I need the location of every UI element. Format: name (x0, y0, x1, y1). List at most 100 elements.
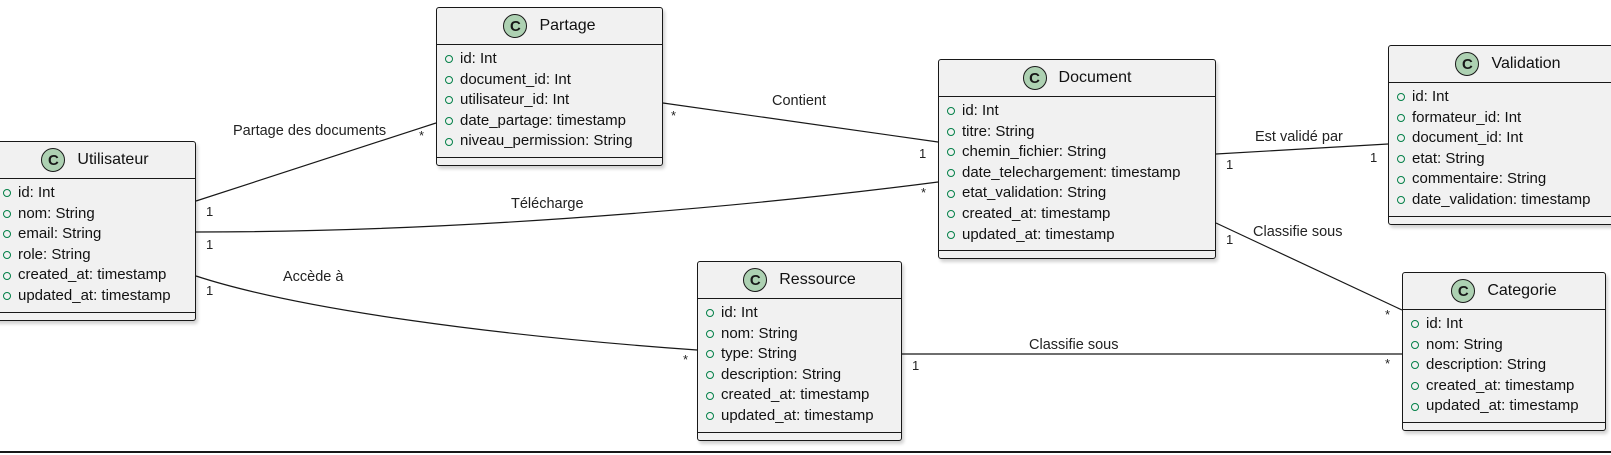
class-partage[interactable]: C Partage id: Int document_id: Int utili… (436, 7, 663, 166)
public-visibility-icon (445, 117, 453, 126)
class-header: C Categorie (1403, 273, 1605, 310)
public-visibility-icon (706, 371, 714, 380)
class-header: C Partage (437, 8, 662, 45)
class-header: C Document (939, 60, 1215, 97)
relation-line-telecharge[interactable] (195, 181, 939, 233)
attribute-row: date_validation: timestamp (1389, 190, 1611, 211)
method-compartment (939, 251, 1215, 258)
attribute-row: type: String (698, 344, 901, 365)
attribute-list: id: Int nom: String description: String … (1403, 310, 1605, 423)
multiplicity-from: 1 (206, 237, 213, 252)
attribute-row: id: Int (698, 303, 901, 324)
class-utilisateur[interactable]: C Utilisateur id: Int nom: String email:… (0, 141, 196, 321)
public-visibility-icon (1411, 320, 1419, 329)
page-bottom-border (0, 451, 1611, 453)
attribute-text: id: Int (460, 50, 497, 67)
public-visibility-icon (947, 148, 955, 157)
attribute-text: description: String (721, 365, 842, 383)
class-ressource[interactable]: C Ressource id: Int nom: String type: St… (697, 261, 902, 441)
relation-line-est-valide-par[interactable] (1215, 143, 1389, 155)
public-visibility-icon (947, 169, 955, 178)
class-header: C Ressource (698, 262, 901, 299)
relation-line-contient[interactable] (662, 102, 939, 143)
class-name: Ressource (779, 271, 856, 288)
relation-line-partage-des-documents[interactable] (195, 122, 437, 202)
public-visibility-icon (1411, 382, 1419, 391)
relation-label-accede: Accède à (283, 269, 344, 285)
public-visibility-icon (3, 189, 11, 198)
attribute-row: etat_validation: String (939, 183, 1215, 204)
public-visibility-icon (445, 96, 453, 105)
attribute-text: id: Int (962, 102, 999, 119)
multiplicity-to: 1 (1370, 150, 1377, 165)
class-validation[interactable]: C Validation id: Int formateur_id: Int d… (1388, 45, 1611, 225)
relation-line-accede[interactable] (195, 275, 698, 351)
attribute-text: id: Int (1412, 88, 1449, 105)
public-visibility-icon (1411, 361, 1419, 370)
attribute-text: id: Int (18, 184, 55, 201)
attribute-row: etat: String (1389, 149, 1611, 170)
attribute-text: created_at: timestamp (962, 204, 1111, 222)
method-compartment (698, 433, 901, 440)
attribute-row: id: Int (437, 49, 662, 70)
public-visibility-icon (1397, 196, 1405, 205)
class-icon: C (503, 14, 528, 38)
class-header: C Validation (1389, 46, 1611, 83)
attribute-text: email: String (18, 225, 102, 243)
public-visibility-icon (947, 107, 955, 116)
public-visibility-icon (1397, 113, 1405, 122)
public-visibility-icon (445, 75, 453, 84)
public-visibility-icon (3, 251, 11, 260)
class-icon: C (743, 268, 768, 292)
attribute-text: nom: String (1426, 335, 1503, 353)
public-visibility-icon (3, 292, 11, 301)
multiplicity-to: * (683, 352, 688, 367)
relation-line-classifie-sous-document[interactable] (1215, 222, 1403, 311)
attribute-text: date_partage: timestamp (460, 111, 626, 129)
public-visibility-icon (947, 230, 955, 239)
attribute-row: date_telechargement: timestamp (939, 163, 1215, 184)
attribute-text: date_telechargement: timestamp (962, 163, 1181, 181)
attribute-text: description: String (1426, 356, 1547, 374)
relation-label-est-valide-par: Est validé par (1255, 129, 1343, 145)
attribute-text: updated_at: timestamp (721, 406, 874, 424)
attribute-text: titre: String (962, 122, 1035, 140)
class-name: Utilisateur (77, 151, 149, 168)
class-name: Partage (539, 17, 596, 34)
class-name: Document (1058, 69, 1132, 86)
attribute-row: titre: String (939, 122, 1215, 143)
attribute-row: updated_at: timestamp (698, 406, 901, 427)
class-categorie[interactable]: C Categorie id: Int nom: String descript… (1402, 272, 1606, 431)
multiplicity-from: * (671, 108, 676, 123)
attribute-row: nom: String (1403, 335, 1605, 356)
attribute-row: updated_at: timestamp (0, 286, 195, 307)
attribute-text: nom: String (721, 324, 798, 342)
class-document[interactable]: C Document id: Int titre: String chemin_… (938, 59, 1216, 260)
attribute-text: created_at: timestamp (1426, 376, 1575, 394)
attribute-row: description: String (1403, 355, 1605, 376)
attribute-text: id: Int (1426, 315, 1463, 332)
attribute-row: document_id: Int (437, 70, 662, 91)
public-visibility-icon (947, 127, 955, 136)
method-compartment (0, 313, 195, 320)
multiplicity-to: * (1385, 307, 1390, 322)
multiplicity-from: 1 (912, 358, 919, 373)
class-name: Validation (1491, 55, 1561, 72)
multiplicity-to: * (419, 128, 424, 143)
attribute-row: created_at: timestamp (1403, 376, 1605, 397)
public-visibility-icon (3, 271, 11, 280)
method-compartment (1403, 423, 1605, 430)
attribute-row: nom: String (0, 204, 195, 225)
attribute-row: email: String (0, 224, 195, 245)
attribute-row: document_id: Int (1389, 128, 1611, 149)
attribute-row: utilisateur_id: Int (437, 90, 662, 111)
attribute-text: date_validation: timestamp (1412, 190, 1591, 208)
multiplicity-from: 1 (1226, 232, 1233, 247)
relation-label-classifie-sous: Classifie sous (1253, 224, 1342, 240)
public-visibility-icon (706, 350, 714, 359)
attribute-text: created_at: timestamp (721, 386, 870, 404)
attribute-list: id: Int formateur_id: Int document_id: I… (1389, 83, 1611, 217)
attribute-text: etat: String (1412, 149, 1485, 167)
multiplicity-to: * (921, 185, 926, 200)
